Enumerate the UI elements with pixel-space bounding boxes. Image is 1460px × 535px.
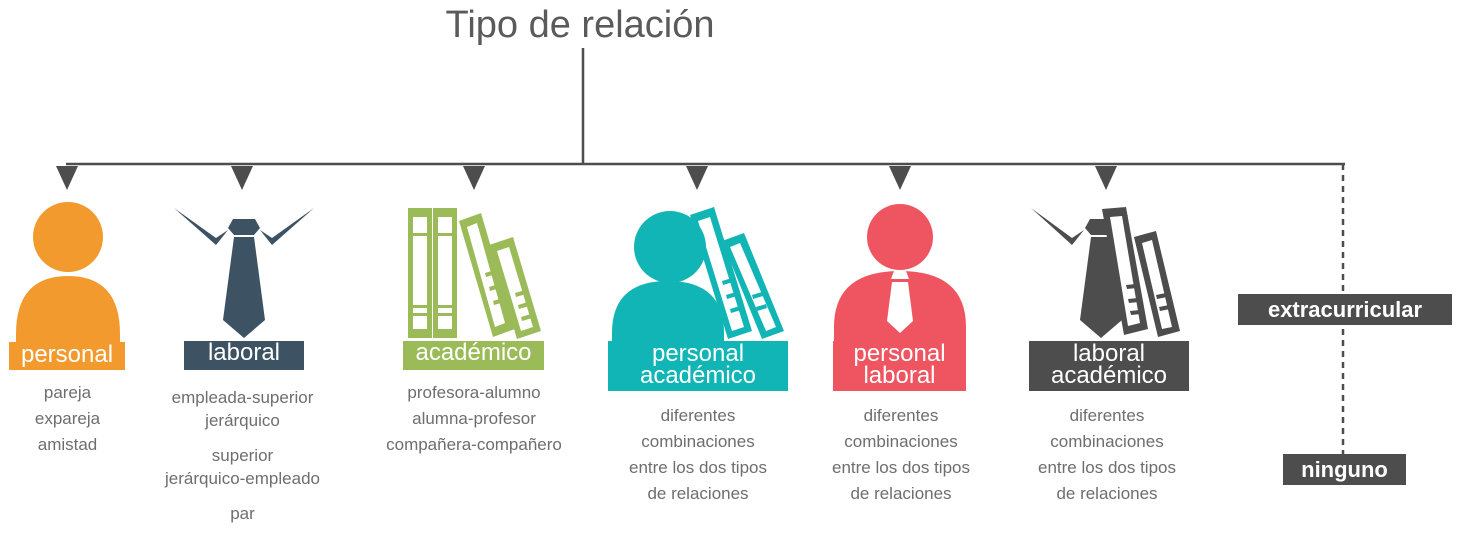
person-icon	[16, 202, 120, 342]
tag-ninguno: ninguno	[1283, 454, 1406, 485]
label-personal-academico: personal académico	[608, 341, 788, 391]
description-academico: profesora-alumno alumna-profesor compañe…	[386, 383, 562, 454]
arrow-laboral	[231, 166, 253, 190]
tag-extracurricular: extracurricular	[1238, 294, 1452, 325]
arrow-academico	[463, 166, 485, 190]
label-academico: académico	[403, 341, 544, 370]
label-personal: personal	[9, 342, 125, 370]
label-laboral-academico: laboral académico	[1029, 341, 1189, 391]
diagram-title: Tipo de relación	[445, 4, 715, 46]
description-personal-laboral: diferentes combinaciones entre los dos t…	[832, 406, 970, 503]
label-personal-laboral: personal laboral	[833, 341, 966, 391]
arrow-personal	[56, 166, 78, 190]
label-laboral: laboral	[184, 341, 304, 370]
person-tie-icon	[834, 204, 966, 341]
arrow-laboral-academico	[1095, 166, 1117, 190]
arrow-personal-laboral	[889, 166, 911, 190]
tie-icon	[174, 208, 314, 338]
description-laboral: empleada-superior jerárquico superior je…	[165, 388, 320, 523]
arrow-personal-academico	[686, 166, 708, 190]
person-books-icon	[612, 207, 784, 341]
books-icon	[408, 208, 541, 339]
description-laboral-academico: diferentes combinaciones entre los dos t…	[1038, 406, 1176, 503]
description-personal-academico: diferentes combinaciones entre los dos t…	[629, 406, 767, 503]
tie-books-icon	[1031, 207, 1180, 338]
description-personal: pareja expareja amistad	[34, 383, 101, 454]
